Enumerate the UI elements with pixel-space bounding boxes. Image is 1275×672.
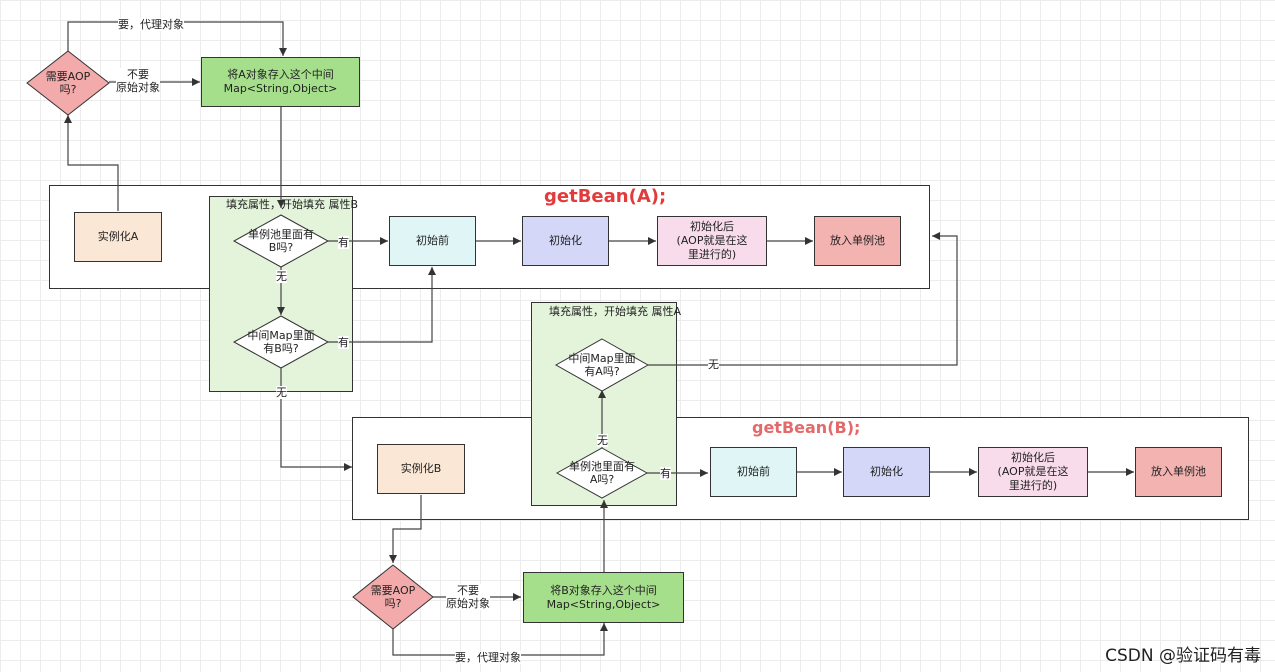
bean-a-instantiate-box: 实例化A	[74, 212, 162, 262]
bean-b-need-aop-diamond	[352, 564, 434, 630]
bean-a-pool-yes-label: 有	[338, 236, 349, 249]
bean-b-proxy-label: 要，代理对象	[455, 651, 521, 664]
bean-b-store-map-box: 将B对象存入这个中间 Map<String,Object>	[523, 572, 684, 623]
arrow-map-a-yes	[328, 267, 436, 343]
bean-b-put-pool-box: 放入单例池	[1135, 447, 1222, 497]
bean-a-frame	[49, 185, 930, 289]
bean-a-pool-no-label: 无	[276, 270, 287, 283]
bean-a-before-init-box: 初始前	[389, 216, 476, 266]
bean-b-map-check-diamond	[554, 338, 650, 392]
bean-a-put-pool-box: 放入单例池	[814, 216, 901, 266]
bean-b-pool-no-label: 无	[597, 434, 608, 447]
bean-b-pool-yes-label: 有	[660, 467, 671, 480]
bean-a-map-no-label: 无	[276, 386, 287, 399]
bean-b-fill-title: 填充属性，开始填充 属性A	[549, 305, 682, 318]
bean-a-map-yes-label: 有	[338, 336, 349, 349]
bean-b-instantiate-box: 实例化B	[377, 444, 465, 494]
bean-a-pool-check-diamond	[232, 214, 330, 268]
arrow-map-b-no	[648, 232, 958, 366]
bean-a-init-box: 初始化	[522, 216, 609, 266]
bean-b-title: getBean(B);	[752, 418, 861, 437]
arrow-map-a-no	[280, 368, 352, 471]
bean-a-need-aop-diamond	[26, 50, 110, 116]
bean-a-proxy-label: 要，代理对象	[118, 18, 184, 31]
bean-b-init-box: 初始化	[843, 447, 930, 497]
bean-b-after-init-box: 初始化后 (AOP就是在这 里进行的)	[978, 447, 1088, 497]
arrow-instantiate-a-to-aop	[64, 115, 119, 211]
bean-a-fill-title: 填充属性，开始填充 属性B	[226, 198, 359, 211]
bean-b-raw-label: 不要 原始对象	[446, 584, 490, 610]
bean-a-store-map-box: 将A对象存入这个中间 Map<String,Object>	[201, 57, 360, 107]
bean-b-pool-check-diamond	[555, 447, 649, 499]
bean-b-frame	[352, 417, 1249, 520]
bean-a-map-check-diamond	[232, 315, 330, 369]
bean-b-before-init-box: 初始前	[710, 447, 797, 497]
bean-a-title: getBean(A);	[544, 186, 667, 207]
watermark: CSDN @验证码有毒	[1105, 646, 1261, 666]
arrow-instantiate-b-to-aop	[389, 495, 422, 563]
bean-b-map-no-label: 无	[708, 358, 719, 371]
bean-a-after-init-box: 初始化后 (AOP就是在这 里进行的)	[657, 216, 767, 266]
bean-a-raw-label: 不要 原始对象	[116, 68, 160, 94]
